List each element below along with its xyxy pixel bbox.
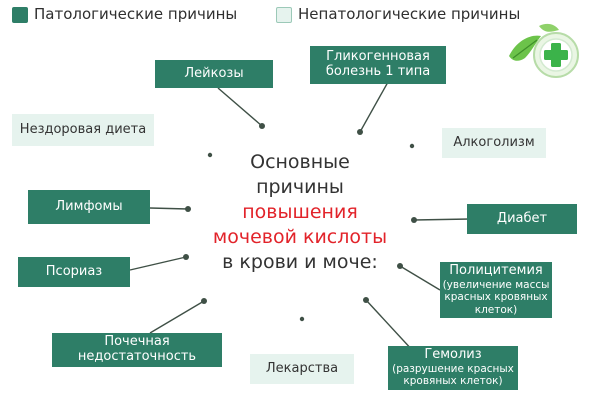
box-polycythemia: Полицитемия (увеличение массы красных кр… xyxy=(440,262,552,318)
box-glycogen-storage-disease: Гликогенновая болезнь 1 типа xyxy=(310,46,446,84)
center-line-5: в крови и моче: xyxy=(222,251,378,273)
box-leukoses: Лейкозы xyxy=(155,60,273,88)
box-alcoholism: Алкоголизм xyxy=(442,128,546,158)
box-medicines: Лекарства xyxy=(250,354,354,384)
legend-swatch-non-pathological xyxy=(276,7,292,23)
center-line-1: Основные xyxy=(250,151,350,173)
green-cross-leaf-icon xyxy=(509,23,579,78)
box-renal-failure: Почечная недостаточность xyxy=(52,333,222,367)
box-unhealthy-diet: Нездоровая диета xyxy=(12,114,154,146)
center-title: Основные причины повышения мочевой кисло… xyxy=(190,150,410,275)
legend-label-pathological: Патологические причины xyxy=(34,5,238,23)
box-lymphomas: Лимфомы xyxy=(28,190,150,224)
box-psoriasis: Псориаз xyxy=(18,257,130,287)
box-hemolysis: Гемолиз (разрушение красных кровяных кле… xyxy=(388,346,518,390)
center-line-4: мочевой кислоты xyxy=(212,226,388,248)
box-diabetes: Диабет xyxy=(467,204,577,234)
center-line-2: причины xyxy=(256,176,344,198)
legend-label-non-pathological: Непатологические причины xyxy=(298,5,521,23)
legend-swatch-pathological xyxy=(12,7,28,23)
center-line-3: повышения xyxy=(242,201,358,223)
